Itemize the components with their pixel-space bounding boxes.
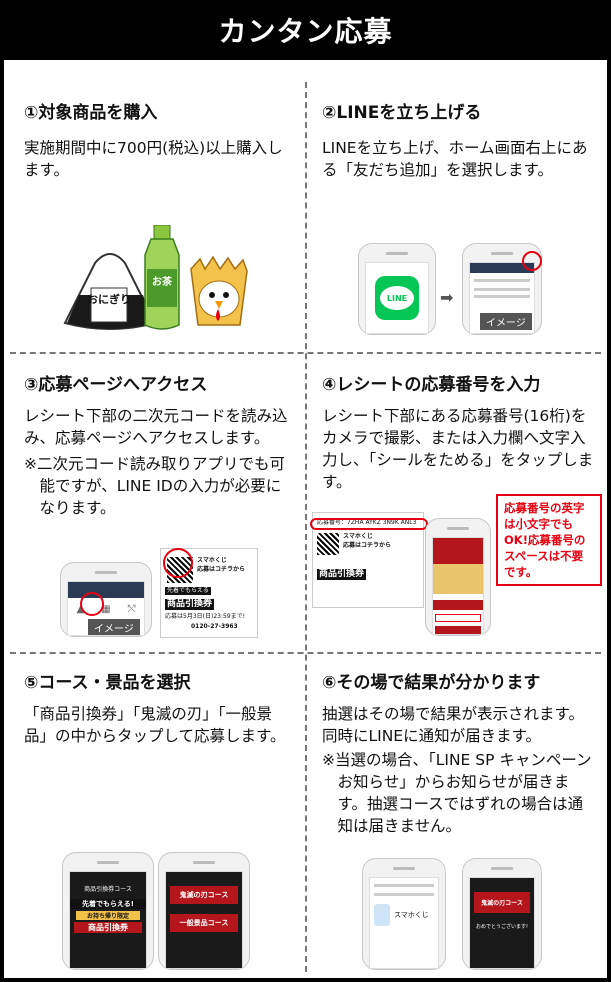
receipt-line2: 応募はコチラから <box>343 542 392 549</box>
step-note: ※二次元コード読み取りアプリでも可能ですが、LINE IDの入力が必要になります… <box>24 455 285 517</box>
qr-code-highlight <box>163 548 193 578</box>
step-3: ③応募ページへアクセス レシート下部の二次元コードを読み込み、応募ページへアクセ… <box>24 370 294 519</box>
step-1: ①対象商品を購入 実施期間中に700円(税込)以上購入します。 <box>24 98 294 181</box>
step-body: レシート下部にある応募番号(16桁)をカメラで撮影、または入力欄へ文字入力し、「… <box>322 407 594 491</box>
step-body: LINEを立ち上げ、ホーム画面右上にある「友だち追加」を選択します。 <box>322 139 588 179</box>
receipt-phone: 0120-27-3963 <box>191 623 238 630</box>
receipt-deadline: 応募は5月3日(日)23:59まで! <box>165 613 246 620</box>
step-6: ⑥その場で結果が分かります 抽選はその場で結果が表示されます。同時にLINEに通… <box>322 668 594 837</box>
result-title: スマホくじ <box>394 911 429 919</box>
phone-result: 鬼滅の刃コース おめでとうございます! <box>462 858 542 970</box>
page-title: カンタン応募 <box>218 15 393 48</box>
phone-line-launch: LINE <box>358 243 436 335</box>
row-divider <box>10 352 601 354</box>
step-2: ②LINEを立ち上げる LINEを立ち上げ、ホーム画面右上にある「友だち追加」を… <box>322 98 592 181</box>
phone-line-menu: ▲▦⤲ イメージ <box>60 562 152 637</box>
page-header: カンタン応募 <box>0 0 611 60</box>
qr-code-icon <box>317 533 339 555</box>
receipt-line1: スマホくじ <box>197 557 227 564</box>
step-title: ④レシートの応募番号を入力 <box>322 375 541 395</box>
step-title: ①対象商品を購入 <box>24 103 158 123</box>
arrow-right-icon: ➡ <box>440 288 454 307</box>
chicken-cup-icon <box>190 255 248 326</box>
phone-kimetsu-course: 鬼滅の刃コース 一般景品コース <box>158 852 250 970</box>
image-tag: イメージ <box>88 619 140 635</box>
receipt-promo: 先着でもらえる <box>165 587 211 595</box>
step-title: ③応募ページへアクセス <box>24 375 208 395</box>
tea-label: お茶 <box>152 275 173 288</box>
products-illustration: おにぎり お茶 <box>63 225 248 330</box>
step-note: ※当選の場合、「LINE SP キャンペーン お知らせ」からお知らせが届きます。… <box>322 751 592 835</box>
tea-bottle-icon: お茶 <box>144 225 180 330</box>
step-body: 抽選はその場で結果が表示されます。同時にLINEに通知が届きます。 <box>322 705 584 745</box>
kimetsu-course-button: 鬼滅の刃コース <box>170 886 238 904</box>
receipt-line1: スマホくじ <box>343 533 373 540</box>
phone-line-notification: スマホくじ <box>362 858 446 970</box>
step-5: ⑤コース・景品を選択 「商品引換券」「鬼滅の刃」「一般景品」の中からタップして応… <box>24 668 294 747</box>
result-congrats: おめでとうございます! <box>475 924 528 930</box>
onigiri-label: おにぎり <box>87 292 131 306</box>
qr-scan-highlight <box>80 592 104 616</box>
notice-box: 応募番号の英字は小文字でもOK!応募番号のスペースは不要です。 <box>496 494 602 586</box>
step-body: レシート下部の二次元コードを読み込み、応募ページへアクセスします。 <box>24 407 288 447</box>
step-title: ⑤コース・景品を選択 <box>24 673 191 693</box>
step-4: ④レシートの応募番号を入力 レシート下部にある応募番号(16桁)をカメラで撮影、… <box>322 370 594 493</box>
line-logo-text: LINE <box>380 286 414 310</box>
phone-entry-form <box>425 518 491 636</box>
column-divider <box>305 82 307 972</box>
row-divider <box>10 652 601 654</box>
receipt-number-highlight <box>310 518 428 530</box>
step-title: ⑥その場で結果が分かります <box>322 673 541 693</box>
phone-line-home: イメージ <box>462 243 542 335</box>
step-body: 実施期間中に700円(税込)以上購入します。 <box>24 139 283 179</box>
voucher-text1: 先着でもらえる! <box>70 899 146 909</box>
voucher-text2: お持ち帰り限定 <box>76 911 140 920</box>
receipt-ticket: 商品引換券 <box>165 599 215 610</box>
general-course-button: 一般景品コース <box>170 914 238 932</box>
voucher-course-header: 商品引換券コース <box>84 886 132 893</box>
image-tag: イメージ <box>480 313 532 330</box>
receipt-line2: 応募はコチラから <box>197 566 246 573</box>
receipt-ticket: 商品引換券 <box>317 569 367 580</box>
line-app-icon: LINE <box>375 276 419 320</box>
step-body: 「商品引換券」「鬼滅の刃」「一般景品」の中からタップして応募します。 <box>24 705 286 745</box>
receipt-number: 応募番号：7ZHA AYKZ 3N9K ANL3 <box>317 519 417 526</box>
voucher-text3: 商品引換券 <box>74 922 142 933</box>
step-title: ②LINEを立ち上げる <box>322 103 482 123</box>
phone-voucher-course: 商品引換券コース 先着でもらえる! お持ち帰り限定 商品引換券 <box>62 852 154 970</box>
add-friend-highlight <box>522 251 542 271</box>
result-course-label: 鬼滅の刃コース <box>474 892 530 913</box>
onigiri-icon: おにぎり <box>63 253 157 330</box>
